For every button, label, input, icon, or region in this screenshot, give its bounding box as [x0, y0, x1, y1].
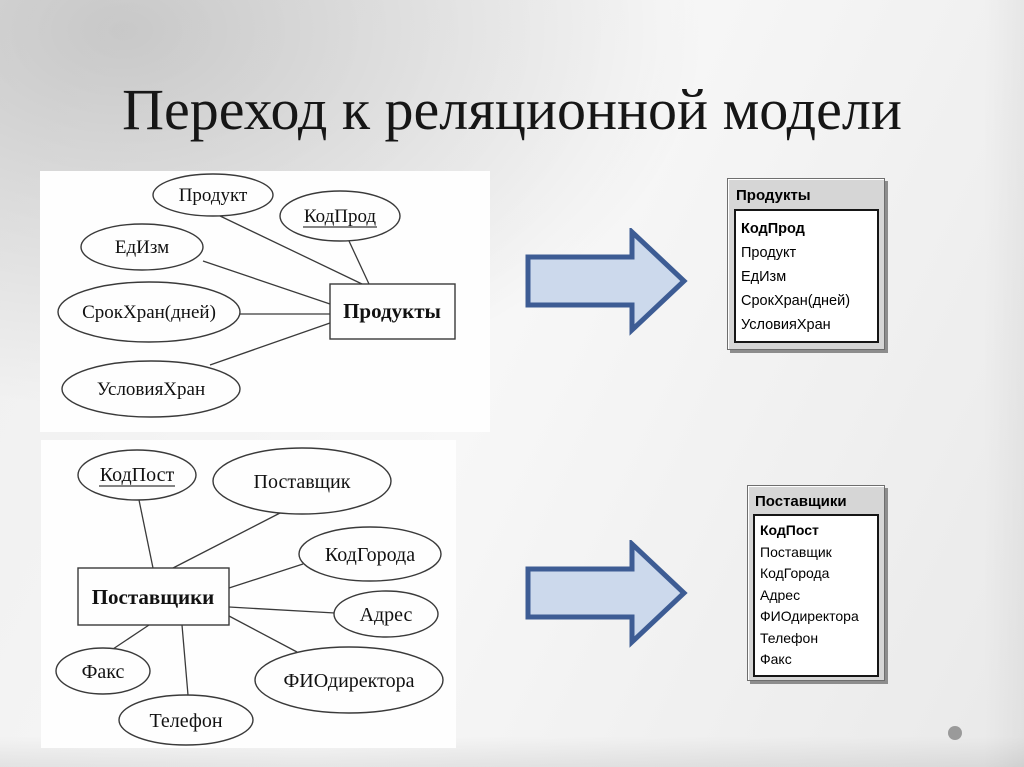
- field-row: СрокХран(дней): [741, 293, 851, 309]
- link-product-entity: [217, 214, 363, 285]
- link-suppliercode-entity: [138, 499, 154, 569]
- relational-table-products: Продукты КодПрод Продукт ЕдИзм СрокХран(…: [727, 178, 885, 350]
- field-row: Продукт: [741, 245, 797, 261]
- table-suppliers-fields: КодПост Поставщик КодГорода Адрес ФИОдир…: [753, 514, 879, 677]
- attr-suppliercode-label: КодПост: [100, 464, 175, 486]
- table-products-title: Продукты: [736, 187, 811, 204]
- field-row: Адрес: [760, 586, 801, 603]
- page-title: Переход к реляционной модели: [122, 77, 902, 142]
- field-row: ЕдИзм: [741, 269, 787, 285]
- ellipse-attr-product: [152, 173, 274, 217]
- ellipse-attr-shelflife: [57, 281, 241, 343]
- link-supplier-entity: [172, 511, 283, 569]
- ellipse-attr-unit: [80, 223, 204, 271]
- field-row: Факс: [760, 651, 792, 667]
- ellipse-attr-suppliercode: [77, 449, 197, 501]
- field-row: КодПост: [760, 522, 819, 538]
- ellipse-attr-address: [333, 590, 439, 638]
- link-storage-entity: [209, 322, 331, 366]
- field-row: УсловияХран: [741, 317, 831, 333]
- field-row: Поставщик: [760, 543, 832, 560]
- table-suppliers-title: Поставщики: [755, 493, 847, 510]
- attr-product-label: Продукт: [179, 185, 248, 206]
- transform-arrow-top: [525, 228, 688, 336]
- attr-citycode-label: КодГорода: [325, 544, 415, 566]
- er-diagram-products: Продукт КодПрод ЕдИзм СрокХран(дней) Усл…: [40, 171, 490, 432]
- link-prodcode-entity: [348, 240, 370, 285]
- relational-table-suppliers: Поставщики КодПост Поставщик КодГорода А…: [747, 485, 885, 681]
- er-diagram-products-canvas: Продукт КодПрод ЕдИзм СрокХран(дней) Усл…: [57, 173, 456, 418]
- field-row: КодГорода: [760, 565, 830, 581]
- table-products-fields: КодПрод Продукт ЕдИзм СрокХран(дней) Усл…: [734, 209, 879, 343]
- attr-prodcode-label: КодПрод: [304, 206, 377, 227]
- attr-shelflife-label: СрокХран(дней): [82, 302, 216, 323]
- link-citycode-entity: [228, 563, 304, 589]
- ellipse-attr-director: [254, 646, 444, 714]
- transform-arrow-bottom: [525, 540, 688, 648]
- entity-products-label: Продукты: [343, 299, 441, 323]
- field-row: КодПрод: [741, 221, 805, 237]
- entity-rect-suppliers: [77, 567, 230, 626]
- ellipse-attr-citycode: [298, 526, 442, 582]
- er-diagram-suppliers-canvas: КодПост Поставщик КодГорода Адрес ФИОдир…: [55, 447, 444, 746]
- ellipse-attr-supplier: [212, 447, 392, 515]
- link-address-entity: [228, 606, 336, 614]
- er-diagram-suppliers: КодПост Поставщик КодГорода Адрес ФИОдир…: [41, 440, 456, 748]
- link-director-entity: [228, 615, 298, 653]
- field-row: Телефон: [760, 629, 819, 646]
- link-fax-entity: [112, 624, 150, 650]
- right-arrow-icon: [525, 540, 688, 648]
- attr-address-label: Адрес: [360, 604, 413, 626]
- attr-fax-label: Факс: [82, 661, 125, 683]
- right-arrow-icon: [525, 228, 688, 336]
- entity-suppliers-label: Поставщики: [92, 585, 215, 609]
- entity-rect-products: [329, 283, 456, 340]
- ellipse-attr-phone: [118, 694, 254, 746]
- ellipse-attr-storage: [61, 360, 241, 418]
- ellipse-attr-prodcode: [279, 190, 401, 242]
- field-row: ФИОдиректора: [760, 608, 859, 624]
- attr-director-label: ФИОдиректора: [284, 670, 415, 692]
- attr-phone-label: Телефон: [149, 710, 222, 732]
- attr-supplier-label: Поставщик: [254, 471, 351, 493]
- link-unit-entity: [202, 260, 331, 305]
- attr-storage-label: УсловияХран: [97, 379, 205, 400]
- ellipse-attr-fax: [55, 647, 151, 695]
- attr-unit-label: ЕдИзм: [115, 237, 169, 258]
- link-phone-entity: [181, 624, 189, 696]
- slide-bullet-dot: [948, 726, 962, 740]
